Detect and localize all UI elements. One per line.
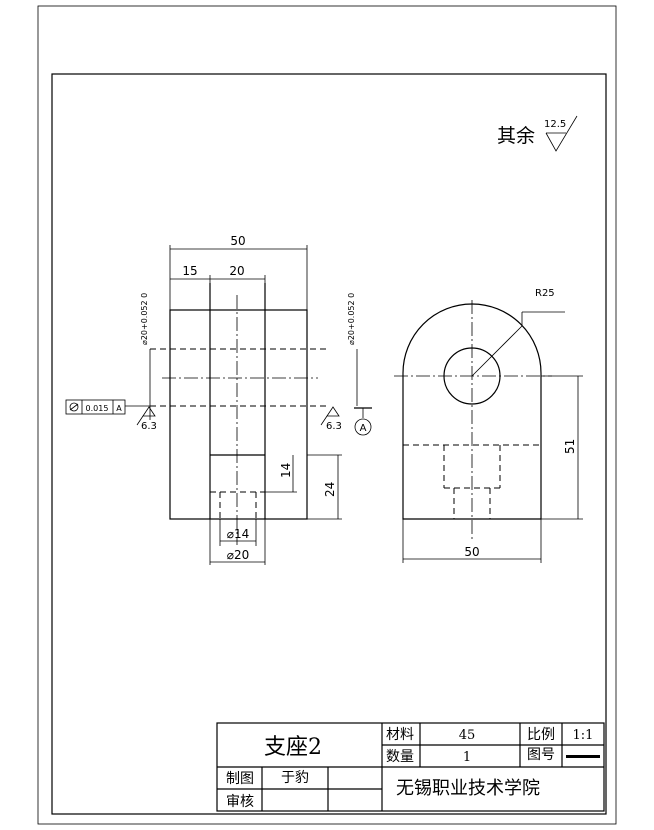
drawing-no-value — [566, 755, 600, 758]
roughness-left: 6.3 — [141, 421, 157, 432]
material-value: 45 — [459, 728, 476, 743]
roughness-symbol — [545, 115, 578, 152]
quantity-label: 数量 — [386, 749, 414, 765]
dim-dia-right: ⌀20+0.052 0 — [347, 293, 356, 345]
dim-depth-small: 14 — [279, 463, 293, 478]
drawing-frame — [51, 73, 607, 815]
tolerance-value: 0.015 — [86, 404, 109, 413]
front-outline — [169, 309, 308, 520]
surface-note-text: 其余 — [497, 125, 535, 147]
drawing-no-label: 图号 — [527, 747, 555, 763]
front-view: 50 15 20 ⌀20+0.052 0 ⌀20+0.052 0 A 0.015… — [65, 234, 372, 565]
tolerance-datum: A — [116, 404, 122, 413]
roughness-left-icon — [142, 406, 156, 417]
tolerance-frame: 0.015 A — [65, 399, 150, 415]
roughness-right-icon — [326, 406, 340, 417]
side-outline — [402, 303, 542, 520]
dim-dia-left: ⌀20+0.052 0 — [140, 293, 149, 345]
dim-left: 15 — [182, 264, 197, 278]
part-name: 支座2 — [264, 735, 322, 760]
dim-slot: 20 — [229, 264, 244, 278]
dim-bore-large: ⌀20 — [227, 548, 250, 562]
dim-total-width: 50 — [230, 234, 245, 248]
datum-label: A — [360, 423, 367, 434]
quantity-value: 1 — [463, 750, 471, 765]
cylindricity-icon — [69, 402, 79, 412]
material-label: 材料 — [386, 727, 414, 743]
title-block: 支座2 材料 45 比例 1:1 数量 1 图号 制图 于豹 审核 无锡职业技术… — [216, 722, 605, 812]
scale-value: 1:1 — [573, 728, 594, 743]
dim-height: 51 — [563, 439, 577, 454]
school-name: 无锡职业技术学院 — [396, 778, 540, 799]
dim-width: 50 — [464, 545, 479, 559]
sheet-border — [37, 5, 617, 825]
drawn-by-label: 制图 — [226, 771, 254, 787]
dim-radius: R25 — [535, 288, 555, 299]
drawn-by-value: 于豹 — [281, 770, 309, 786]
dim-depth-large: 24 — [323, 482, 337, 497]
side-view: R25 51 50 — [394, 288, 583, 563]
surface-note-value: 12.5 — [544, 119, 566, 130]
roughness-right: 6.3 — [326, 421, 342, 432]
dim-bore-small: ⌀14 — [227, 527, 250, 541]
checked-by-label: 审核 — [226, 794, 254, 810]
datum-circle — [354, 418, 372, 436]
surface-roughness-note: 其余 12.5 — [497, 115, 578, 152]
scale-label: 比例 — [527, 727, 555, 743]
